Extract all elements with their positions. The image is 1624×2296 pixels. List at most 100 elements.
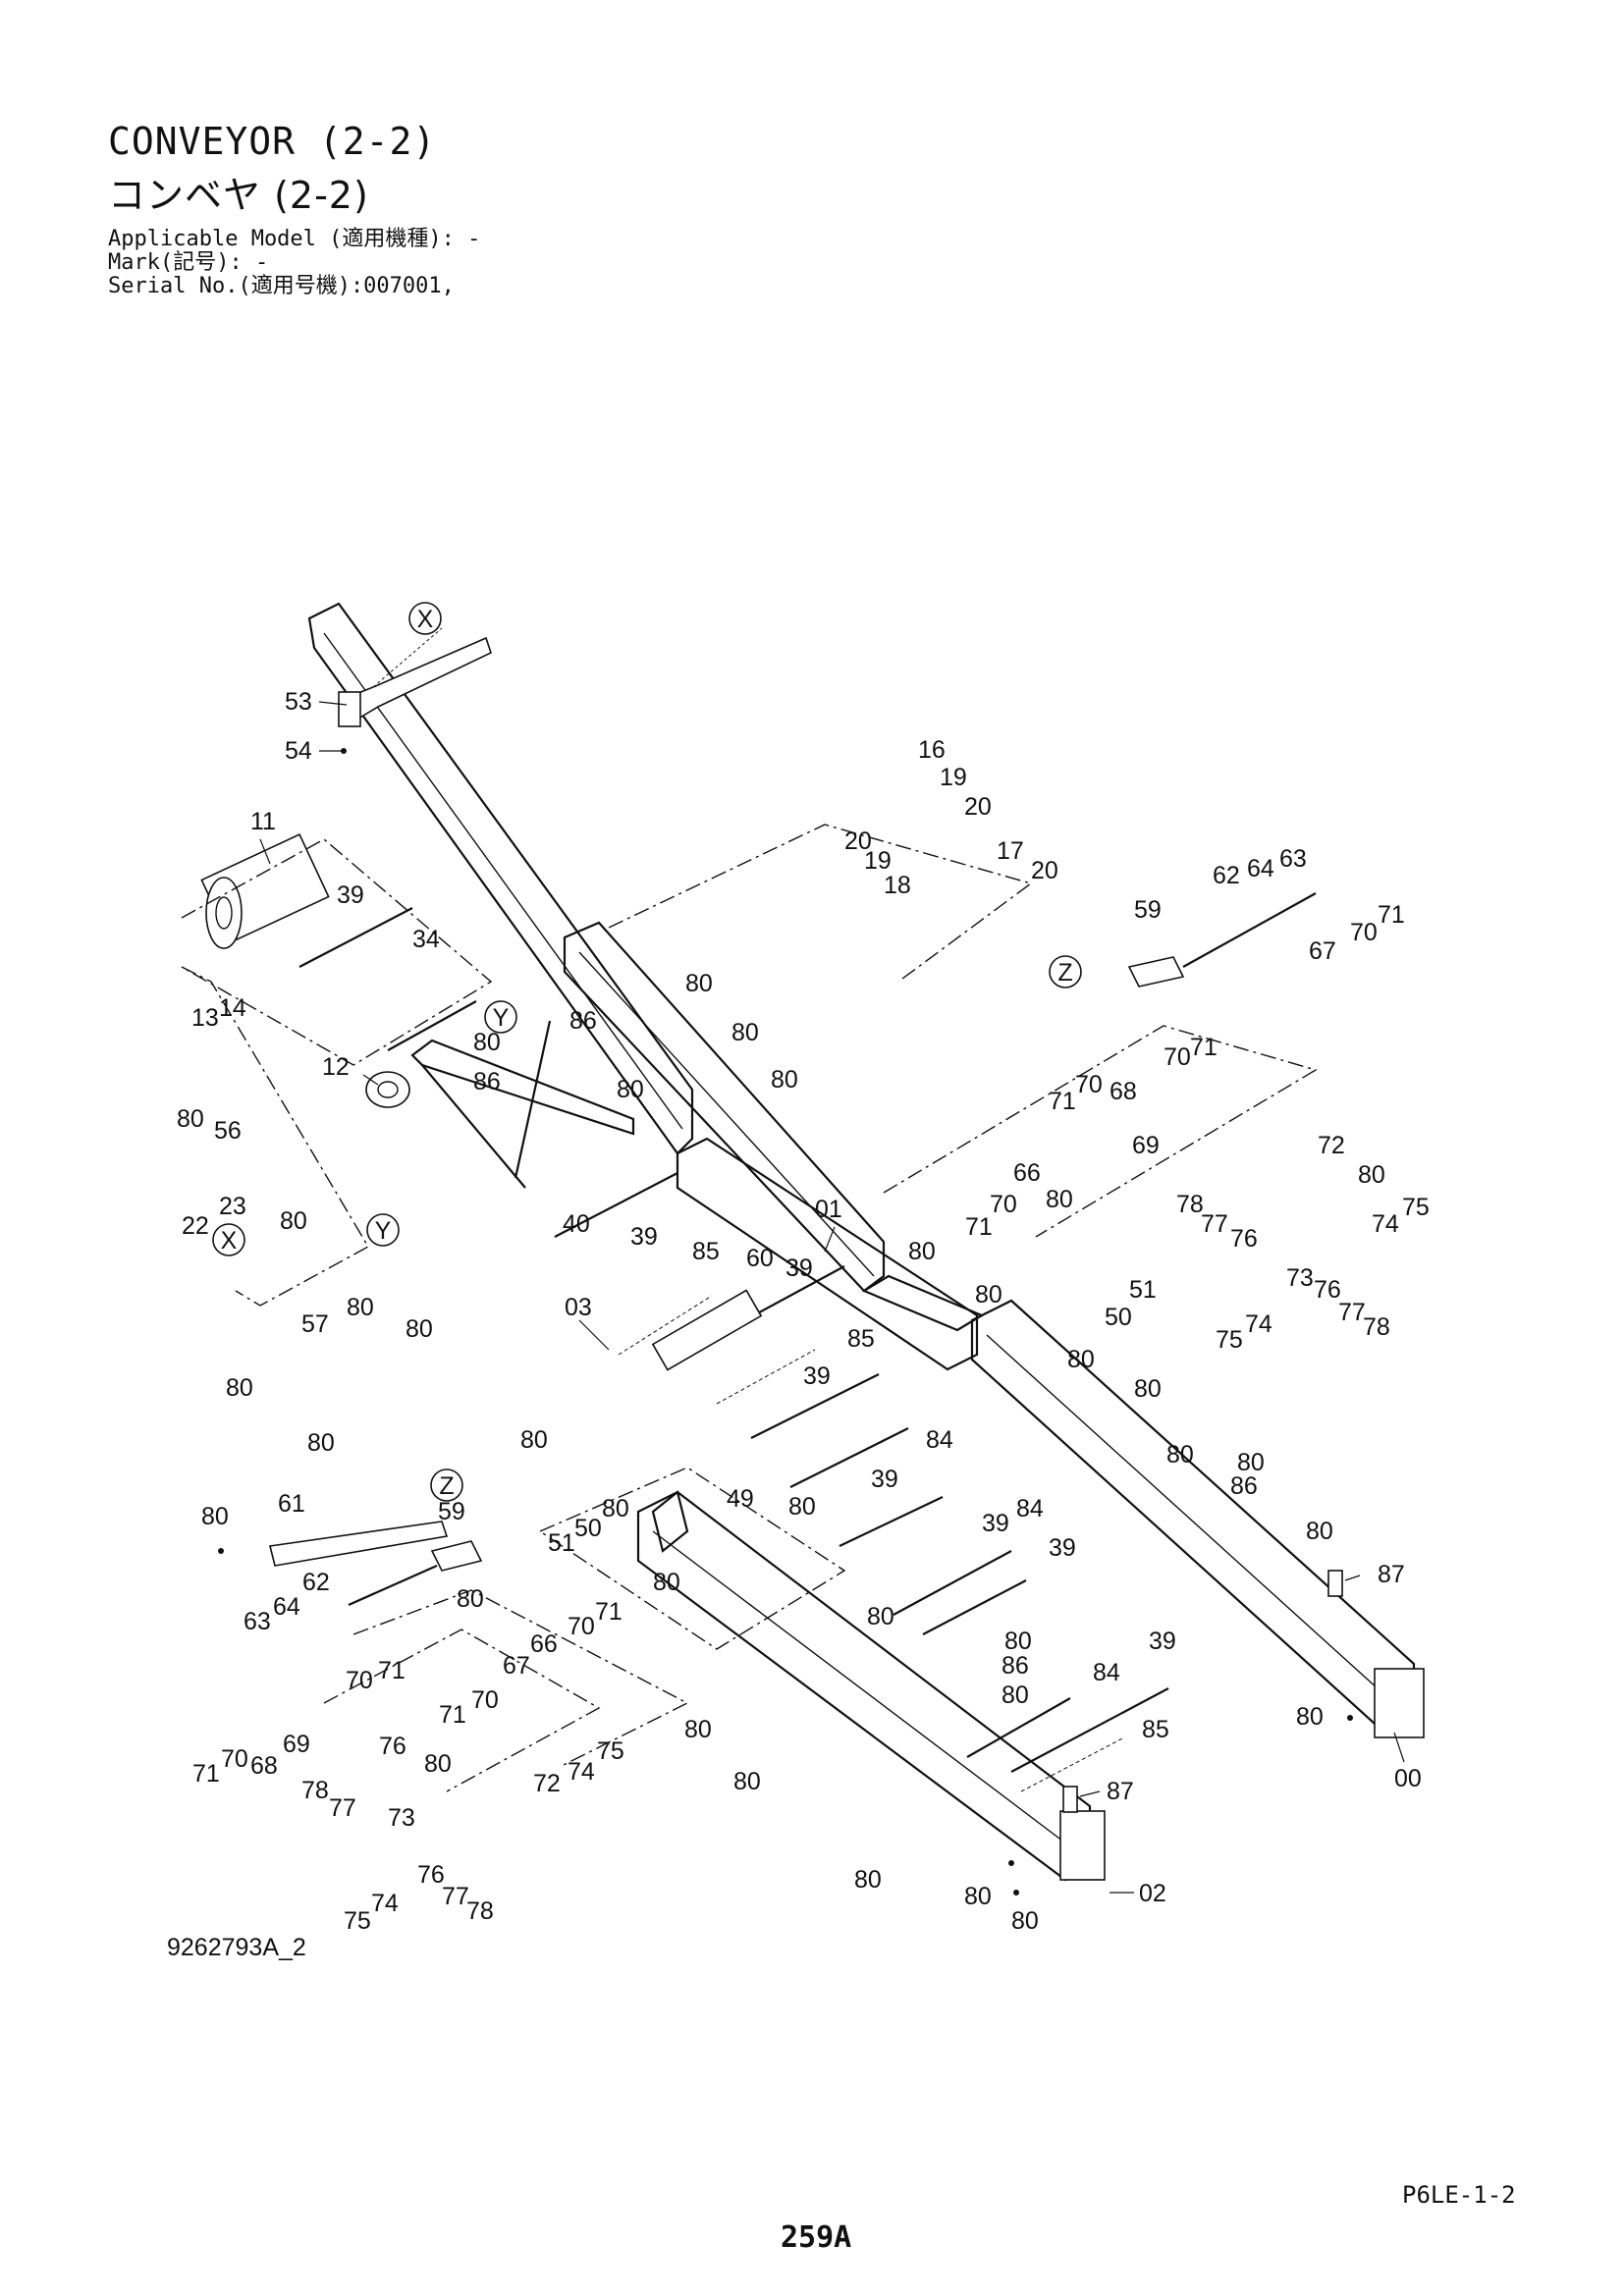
ref-00: 00 [1394, 1765, 1422, 1792]
view-x-label-side: X [221, 1227, 238, 1255]
view-y-label-top: Y [493, 1004, 510, 1032]
ref-49: 49 [727, 1485, 754, 1513]
ref-86-a: 86 [569, 1007, 597, 1035]
ref-80-m: 80 [975, 1281, 1002, 1308]
ref-71-f: 71 [378, 1657, 406, 1684]
ref-61: 61 [278, 1490, 305, 1518]
leader-03 [578, 1319, 610, 1351]
ref-67-b: 67 [503, 1652, 530, 1680]
ref-14: 14 [219, 994, 246, 1022]
ref-57: 57 [301, 1310, 329, 1338]
ref-71-c: 71 [1049, 1088, 1076, 1115]
roller-39-f [893, 1550, 1012, 1616]
ref-74-a: 74 [1372, 1210, 1399, 1238]
applicable-model-line: Applicable Model (適用機種): - [108, 227, 481, 251]
rail-03-to-02-body [676, 1137, 979, 1371]
ref-76-a: 76 [1230, 1225, 1258, 1253]
dot-80-hh [1008, 1860, 1014, 1866]
ref-70-a: 70 [1350, 919, 1378, 946]
ref-80-d: 80 [473, 1029, 501, 1056]
page-title: CONVEYOR (2-2) [108, 120, 437, 163]
ref-71-d: 71 [965, 1213, 993, 1241]
rod-lower [348, 1564, 438, 1607]
ref-78-a: 78 [1176, 1191, 1204, 1218]
ref-80-ff: 80 [424, 1750, 452, 1778]
ref-70-g: 70 [471, 1686, 499, 1714]
ref-02: 02 [1139, 1880, 1166, 1907]
ref-40: 40 [563, 1210, 590, 1238]
boundary-head [181, 838, 493, 1066]
boundary-right [883, 1025, 1318, 1238]
ref-80-q: 80 [520, 1426, 548, 1454]
ref-39-h: 39 [1149, 1628, 1176, 1655]
ref-86-d: 86 [1001, 1652, 1029, 1680]
leader-87-b [1079, 1790, 1101, 1797]
ref-76-d: 76 [417, 1861, 445, 1889]
rail-00-end-plate [1374, 1668, 1425, 1738]
view-y-bubble-side [366, 1213, 400, 1247]
bolts-87 [1062, 1570, 1343, 1813]
detail-z-bracket-59-upper [1127, 892, 1317, 988]
view-z-label-lower: Z [439, 1472, 454, 1500]
ref-70-h: 70 [221, 1745, 248, 1773]
ref-70-f: 70 [346, 1667, 373, 1694]
ref-80-f: 80 [177, 1105, 204, 1133]
ref-85-a: 85 [692, 1238, 720, 1265]
ref-74-c: 74 [568, 1758, 595, 1786]
ref-59-a: 59 [1134, 896, 1162, 924]
ref-67-a: 67 [1309, 937, 1336, 965]
bracket-59-lower [430, 1540, 483, 1572]
ref-78-c: 78 [301, 1777, 329, 1804]
left-side-rail-03 [307, 602, 1106, 1882]
ref-77-a: 77 [1201, 1210, 1228, 1238]
ref-80-k: 80 [1046, 1186, 1073, 1213]
view-y-bubble-top [484, 1000, 517, 1034]
plate-61 [269, 1521, 449, 1567]
rail-03-upper-body [307, 602, 694, 1155]
ref-64-a: 64 [1247, 855, 1274, 882]
ref-78-b: 78 [1363, 1313, 1390, 1341]
ref-17: 17 [997, 837, 1024, 865]
ref-80-p: 80 [1358, 1161, 1385, 1189]
ref-39-b: 39 [630, 1223, 658, 1251]
view-z-bubble-upper [1049, 955, 1082, 988]
ref-80-l: 80 [908, 1238, 936, 1265]
spring-85-b [716, 1349, 816, 1405]
roller-84-c [966, 1697, 1071, 1758]
ref-39-d: 39 [803, 1362, 831, 1390]
ref-80-jj: 80 [1011, 1907, 1039, 1935]
ref-87-b: 87 [1107, 1778, 1134, 1805]
view-x-bubble-side [212, 1223, 245, 1256]
ref-60: 60 [746, 1245, 774, 1272]
rod-upper [1182, 892, 1317, 968]
ref-69-b: 69 [283, 1731, 310, 1758]
ref-87-a: 87 [1378, 1561, 1405, 1588]
ref-75-a: 75 [1402, 1194, 1430, 1221]
ref-59-b: 59 [438, 1498, 465, 1525]
ref-80-bb: 80 [1004, 1628, 1032, 1655]
ref-76-c: 76 [379, 1733, 406, 1760]
ref-75-d: 75 [344, 1907, 371, 1935]
ref-77-c: 77 [329, 1794, 356, 1822]
ref-63-b: 63 [244, 1608, 271, 1635]
roller-60 [651, 1289, 763, 1371]
ref-39-f: 39 [982, 1510, 1009, 1537]
mark-line: Mark(記号): - [108, 250, 269, 275]
ref-80-ee: 80 [733, 1768, 761, 1795]
boundary-top [608, 824, 1033, 983]
rail-01-body [563, 921, 886, 1293]
bracket-53-end [338, 691, 361, 727]
view-markers: X X Y Y Z Z [212, 602, 1082, 1502]
ref-84-a: 84 [926, 1426, 953, 1454]
ref-70-d: 70 [990, 1191, 1017, 1218]
roller-39-e [789, 1427, 909, 1488]
ref-53: 53 [285, 688, 312, 716]
ref-70-e: 70 [568, 1613, 595, 1640]
boundary-left [181, 966, 369, 1307]
ref-56: 56 [214, 1117, 242, 1145]
ref-03: 03 [565, 1294, 592, 1321]
ref-72-b: 72 [533, 1770, 561, 1797]
ref-80-aa: 80 [1306, 1518, 1333, 1545]
view-x-label-top: X [417, 606, 434, 633]
ref-70-b: 70 [1164, 1043, 1191, 1071]
